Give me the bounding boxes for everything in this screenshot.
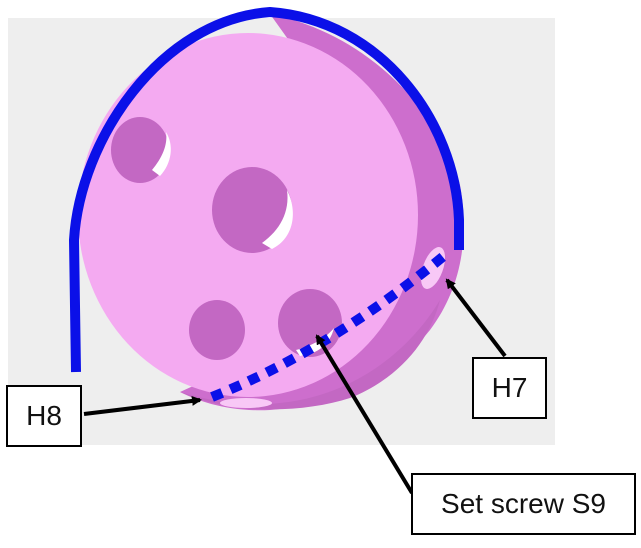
arrow-h7 bbox=[445, 278, 507, 358]
hole-lower-left bbox=[189, 300, 245, 360]
hole-h8 bbox=[220, 398, 272, 408]
arrow-h8 bbox=[83, 395, 202, 416]
label-h7-text: H7 bbox=[491, 372, 528, 403]
hole-center bbox=[212, 167, 292, 253]
label-h8: H8 bbox=[6, 385, 82, 447]
wire-outer-arc bbox=[69, 7, 464, 373]
hole-upper-left bbox=[111, 117, 169, 183]
label-set-screw: Set screw S9 bbox=[411, 473, 636, 535]
cylinder-bottom-rim bbox=[180, 300, 440, 410]
cylinder-side bbox=[180, 14, 464, 411]
label-h7: H7 bbox=[472, 357, 547, 419]
arrow-set-screw bbox=[315, 334, 414, 495]
label-set-screw-text: Set screw S9 bbox=[441, 488, 606, 519]
hole-upper-left-highlight bbox=[152, 132, 171, 176]
hole-center-highlight bbox=[262, 190, 293, 249]
label-h8-text: H8 bbox=[26, 400, 62, 431]
